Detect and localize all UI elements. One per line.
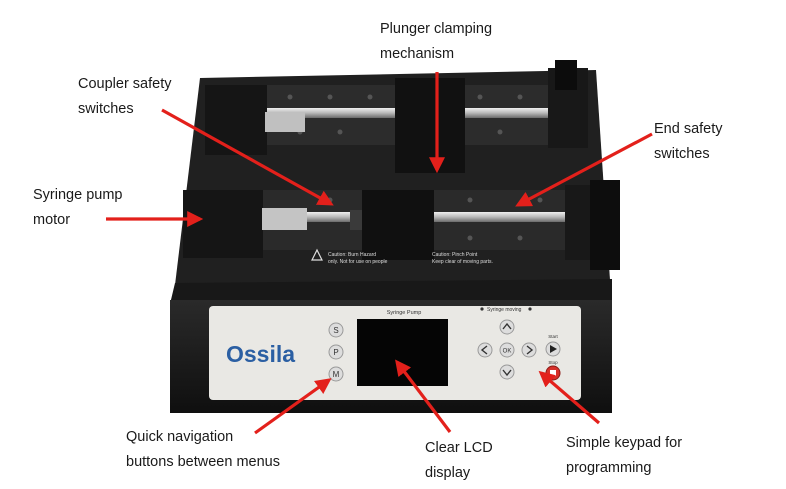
svg-text:only. Not for use on people: only. Not for use on people xyxy=(328,259,388,265)
callout-motor-line1: Syringe pump xyxy=(33,187,123,203)
callout-lcd-line2: display xyxy=(425,465,471,481)
callout-quicknav-line1: Quick navigation xyxy=(126,429,234,445)
svg-text:Caution: Pinch Point: Caution: Pinch Point xyxy=(432,252,478,258)
upper-coupler xyxy=(265,112,305,132)
up-arrow-icon xyxy=(499,319,515,335)
caution-label-left: Caution: Burn Hazard only. Not for use o… xyxy=(311,248,388,265)
callout-end-safety-line2: switches xyxy=(654,146,710,162)
ok-button: OK xyxy=(499,342,515,358)
svg-text:Keep clear of moving parts.: Keep clear of moving parts. xyxy=(432,259,493,265)
upper-motor xyxy=(205,85,267,155)
callout-plunger: Plunger clamping mechanism xyxy=(380,17,492,67)
lower-coupler xyxy=(262,208,307,230)
arrow-lcd xyxy=(395,359,452,433)
callout-coupler: Coupler safety switches xyxy=(78,72,172,122)
callout-plunger-line2: mechanism xyxy=(380,46,455,62)
device-body xyxy=(170,279,612,304)
down-arrow-icon xyxy=(499,364,515,380)
menu-button-m: M xyxy=(328,366,344,382)
menu-button-p: P xyxy=(328,344,344,360)
callout-plunger-line1: Plunger clamping xyxy=(380,21,493,37)
svg-text:M: M xyxy=(333,370,340,379)
svg-text:S: S xyxy=(333,326,338,335)
callout-end-safety: End safety switches xyxy=(654,117,723,167)
svg-text:P: P xyxy=(333,348,338,357)
callout-coupler-line1: Coupler safety xyxy=(78,76,172,92)
lower-motor xyxy=(183,190,263,258)
callout-keypad-line2: programming xyxy=(566,460,652,476)
screen-title: Syringe Pump xyxy=(387,310,422,316)
stop-label: Stop xyxy=(548,360,558,365)
lower-plunger-block xyxy=(362,190,434,260)
play-icon xyxy=(545,341,561,357)
callout-motor-line2: motor xyxy=(33,212,71,228)
callout-lcd: Clear LCD display xyxy=(425,436,493,486)
callout-keypad-line1: Simple keypad for xyxy=(566,435,683,451)
callout-keypad: Simple keypad for programming xyxy=(566,431,682,481)
upper-plunger-block xyxy=(395,78,465,173)
arrow-end-safety xyxy=(515,132,653,207)
status-label: Syringe moving xyxy=(487,307,522,313)
menu-button-s: S xyxy=(328,322,344,338)
brand-logo: Ossila xyxy=(226,341,295,367)
callout-coupler-line2: switches xyxy=(78,101,134,117)
callout-motor: Syringe pump motor xyxy=(33,183,122,233)
callout-end-safety-line1: End safety xyxy=(654,121,723,137)
arrow-keypad xyxy=(538,370,601,425)
warning-triangle-icon xyxy=(311,248,323,261)
callout-lcd-line1: Clear LCD xyxy=(425,440,493,456)
callout-quicknav-line2: buttons between menus xyxy=(126,454,280,470)
left-arrow-icon xyxy=(477,342,493,358)
arrow-coupler xyxy=(161,108,334,206)
callout-quicknav: Quick navigation buttons between menus xyxy=(126,425,280,475)
start-label: Start xyxy=(548,334,558,339)
svg-text:Caution: Burn Hazard: Caution: Burn Hazard xyxy=(328,252,376,258)
right-arrow-icon xyxy=(521,342,537,358)
caution-label-right: Caution: Pinch Point Keep clear of movin… xyxy=(432,252,493,265)
svg-text:OK: OK xyxy=(503,349,512,355)
arrow-quicknav xyxy=(254,378,332,435)
lcd-screen xyxy=(357,319,448,386)
